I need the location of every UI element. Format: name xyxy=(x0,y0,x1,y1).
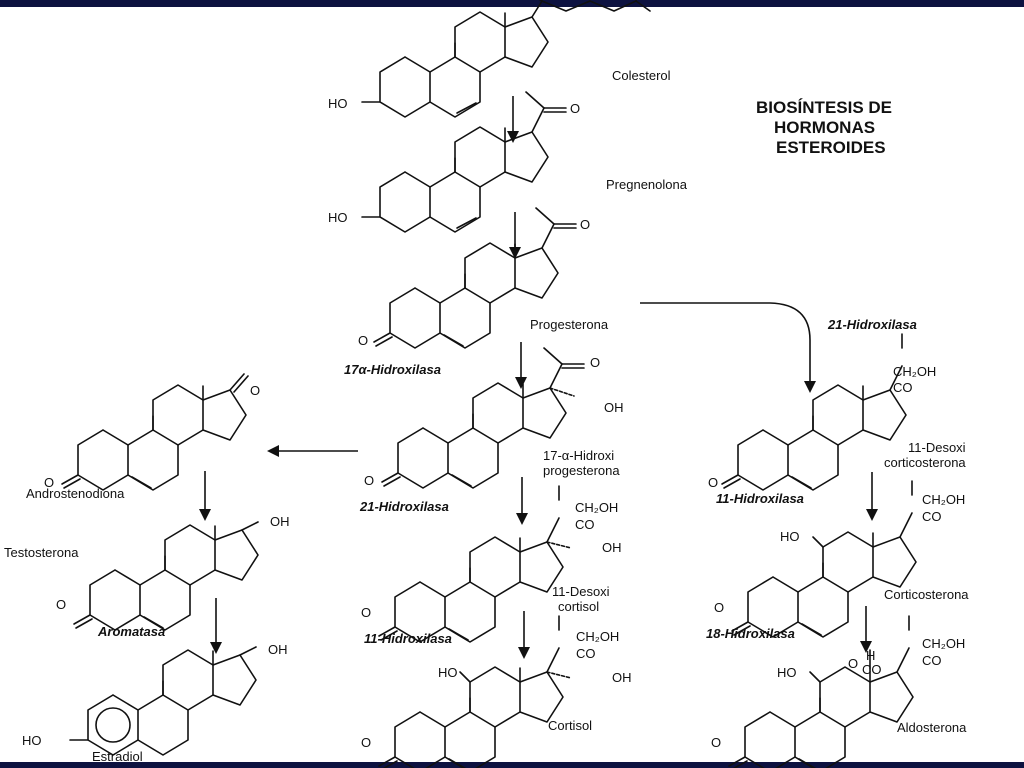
o-group: O xyxy=(848,656,858,671)
oh-group: OH xyxy=(604,400,624,415)
label-hidroxiprogesterona-2: progesterona xyxy=(543,463,620,478)
molecule-11-desoxicorticosterona: O CH₂OH CO 11-Desoxi corticosterona xyxy=(708,333,966,491)
enzyme-17-hidroxilasa: 17α-Hidroxilasa xyxy=(344,362,441,377)
title-line-2: HORMONAS xyxy=(774,118,875,137)
reaction-arrows xyxy=(199,96,878,659)
ho-group: HO xyxy=(328,210,348,225)
molecule-estradiol: HO OH Estradiol xyxy=(22,642,288,764)
arrow-corticosterona-to-aldosterona xyxy=(860,606,872,653)
molecule-testosterona: O OH Testosterona xyxy=(4,514,290,631)
o-group: O xyxy=(361,735,371,750)
ho-group: HO xyxy=(328,96,348,111)
label-desoxicorticosterona-2: corticosterona xyxy=(884,455,966,470)
bottom-frame-bar xyxy=(0,762,1024,768)
molecule-pregnenolona: HO O Pregnenolona xyxy=(328,91,688,233)
enzyme-21-hidroxilasa-right: 21-Hidroxilasa xyxy=(827,317,917,332)
label-estradiol: Estradiol xyxy=(92,749,143,764)
arrow-testosterona-to-estradiol xyxy=(210,598,222,654)
molecule-colesterol: HO Colesterol xyxy=(328,0,671,118)
enzyme-labels: 17α-Hidroxilasa 21-Hidroxilasa 21-Hidrox… xyxy=(97,317,917,646)
arrow-hidroxiprogesterona-to-desoxicortisol xyxy=(516,477,528,525)
enzyme-11-hidroxilasa-right: 11-Hidroxilasa xyxy=(716,491,804,506)
ch2oh-group: CH₂OH xyxy=(922,636,965,651)
ho-group: HO xyxy=(780,529,800,544)
label-progesterona: Progesterona xyxy=(530,317,609,332)
oh-group: OH xyxy=(268,642,288,657)
molecule-cortisol: O HO CH₂OH CO OH Cortisol xyxy=(361,615,632,768)
arrow-progesterona-to-hidroxiprogesterona xyxy=(515,342,527,389)
top-frame-bar xyxy=(0,0,1024,7)
molecule-progesterona: O O Progesterona xyxy=(358,207,609,349)
diagram-title: BIOSÍNTESIS DE HORMONAS ESTEROIDES xyxy=(756,98,892,157)
label-desoxicortisol-2: cortisol xyxy=(558,599,599,614)
o-group: O xyxy=(570,101,580,116)
o-group: O xyxy=(56,597,66,612)
co-group: CO xyxy=(576,646,596,661)
arrow-pregnenolona-to-progesterona xyxy=(509,212,521,259)
arrow-colesterol-to-pregnenolona xyxy=(507,96,519,143)
enzyme-11-hidroxilasa-mid: 11-Hidroxilasa xyxy=(364,631,452,646)
o-group: O xyxy=(361,605,371,620)
label-aldosterona: Aldosterona xyxy=(897,720,967,735)
o-group: O xyxy=(364,473,374,488)
label-corticosterona: Corticosterona xyxy=(884,587,969,602)
molecule-androstenodiona: O O Androstenodiona xyxy=(26,373,260,501)
ch2oh-group: CH₂OH xyxy=(922,492,965,507)
co-group: CO xyxy=(922,653,942,668)
co-group: CO xyxy=(922,509,942,524)
label-desoxicorticosterona-1: 11-Desoxi xyxy=(908,440,966,455)
molecule-11-desoxicortisol: O CH₂OH CO OH 11-Desoxi cortisol xyxy=(361,485,622,643)
arrow-desoxicorticosterona-to-corticosterona xyxy=(866,472,878,521)
title-line-1: BIOSÍNTESIS DE xyxy=(756,98,892,117)
ch2oh-group: CH₂OH xyxy=(893,364,936,379)
label-cortisol: Cortisol xyxy=(548,718,592,733)
o-group: O xyxy=(590,355,600,370)
label-androstenodiona: Androstenodiona xyxy=(26,486,125,501)
o-group: O xyxy=(358,333,368,348)
co-group: CO xyxy=(575,517,595,532)
arrow-desoxicortisol-to-cortisol xyxy=(518,611,530,659)
title-line-3: ESTEROIDES xyxy=(776,138,886,157)
label-desoxicortisol-1: 11-Desoxi xyxy=(552,584,610,599)
label-colesterol: Colesterol xyxy=(612,68,671,83)
enzyme-18-hidroxilasa: 18-Hidroxilasa xyxy=(706,626,795,641)
label-hidroxiprogesterona-1: 17-α-Hidroxi xyxy=(543,448,614,463)
label-testosterona: Testosterona xyxy=(4,545,79,560)
molecule-17-hidroxiprogesterona: O O OH 17-α-Hidroxi progesterona xyxy=(364,347,624,489)
o-group: O xyxy=(44,475,54,490)
ch2oh-group: CH₂OH xyxy=(575,500,618,515)
arrow-progesterona-to-desoxicorticosterona xyxy=(640,302,816,393)
molecule-corticosterona: O HO CH₂OH CO Corticosterona xyxy=(714,480,969,638)
oh-group: OH xyxy=(602,540,622,555)
o-group: O xyxy=(580,217,590,232)
ho-group: HO xyxy=(777,665,797,680)
arrow-hidroxiprogesterona-to-androstenodiona xyxy=(267,445,358,457)
h-group: H xyxy=(866,648,875,663)
molecule-aldosterona: O HO H O CO CH₂OH CO Aldosterona xyxy=(711,615,967,768)
o-group: O xyxy=(250,383,260,398)
oh-group: OH xyxy=(612,670,632,685)
arrow-androstenodiona-to-testosterona xyxy=(199,471,211,521)
enzyme-21-hidroxilasa-mid: 21-Hidroxilasa xyxy=(359,499,449,514)
enzyme-aromatasa: Aromatasa xyxy=(97,624,165,639)
o-group: O xyxy=(711,735,721,750)
co-group: CO xyxy=(893,380,913,395)
ho-group: HO xyxy=(22,733,42,748)
ch2oh-group: CH₂OH xyxy=(576,629,619,644)
o-group: O xyxy=(714,600,724,615)
o-group: O xyxy=(708,475,718,490)
co-group: CO xyxy=(862,662,882,677)
ho-group: HO xyxy=(438,665,458,680)
oh-group: OH xyxy=(270,514,290,529)
label-pregnenolona: Pregnenolona xyxy=(606,177,688,192)
